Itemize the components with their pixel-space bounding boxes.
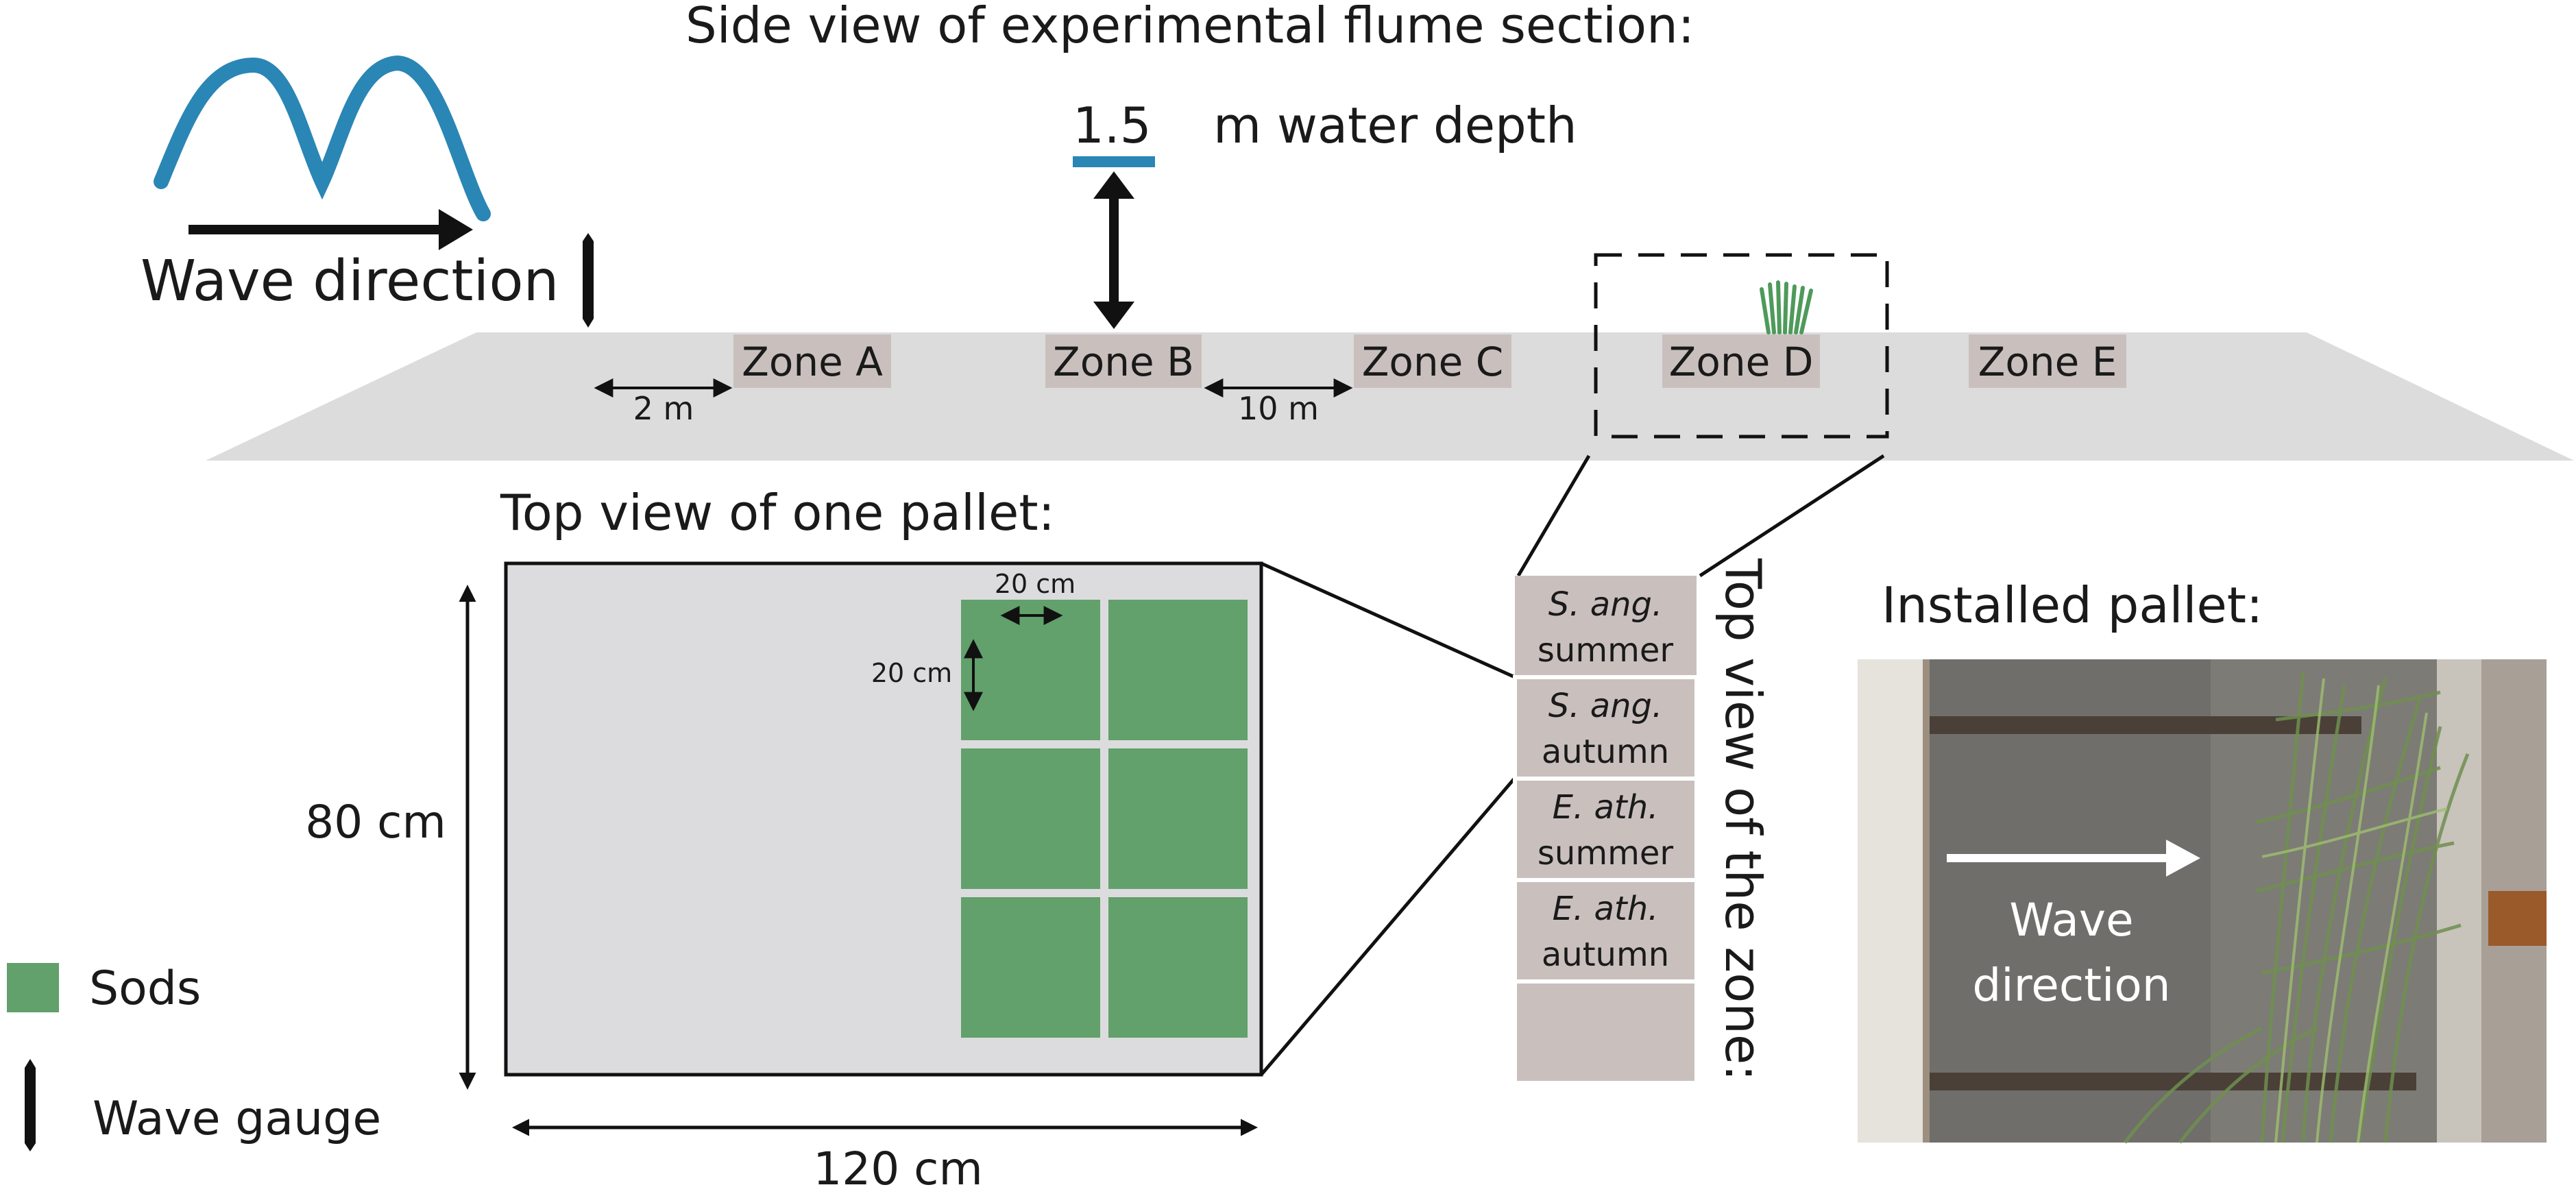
sod <box>961 748 1100 889</box>
zone-a-box <box>733 334 891 388</box>
pallet-title: Top view of one pallet: <box>500 484 1055 541</box>
depth-arrowhead-top <box>1093 171 1134 199</box>
sod <box>961 600 1100 740</box>
zone-d-selection-box <box>1594 253 1889 439</box>
sod <box>1108 897 1248 1038</box>
sod-width-label: 20 cm <box>995 569 1076 599</box>
zone-e-label: Zone E <box>1978 339 2117 385</box>
zone-b-label: Zone B <box>1053 339 1194 385</box>
sod <box>1108 748 1248 889</box>
legend-sods-swatch <box>7 963 59 1012</box>
gauge-spacing-label: 2 m <box>633 390 694 427</box>
wave-gauge-icon <box>583 233 594 328</box>
photo-wave-label-1: Wave <box>2009 894 2133 947</box>
zone-view-title: Top view of the zone: <box>1714 558 1772 1081</box>
depth-arrowhead-bottom <box>1093 302 1134 329</box>
zone-cell <box>1513 675 1699 781</box>
zone-cell-season: autumn <box>1542 936 1669 974</box>
grass-icon <box>1760 280 1813 334</box>
water-surface-marker <box>1073 156 1155 167</box>
zone-cell-empty <box>1513 979 1699 1085</box>
pallet-zoom-line-top <box>1260 561 1516 679</box>
zone-cell-season: summer <box>1538 631 1673 670</box>
pallet-zoom-line-bottom <box>1260 777 1516 1076</box>
zone-cell <box>1515 576 1697 677</box>
zone-e-box <box>1969 334 2126 388</box>
zone-c-box <box>1354 334 1511 388</box>
zone-cell-season: autumn <box>1542 733 1669 771</box>
zone-cell-species: E. ath. <box>1553 890 1659 928</box>
zone-top-view: S. ang. summer S. ang. autumn E. ath. su… <box>1513 576 1699 1085</box>
side-view-title: Side view of experimental flume section: <box>685 0 1694 54</box>
wave-direction-label: Wave direction <box>141 249 559 314</box>
installed-pallet-photo: Wave direction <box>1858 659 2547 1144</box>
photo-wave-label-2: direction <box>1972 959 2170 1012</box>
sod <box>961 897 1100 1038</box>
zone-cell-species: S. ang. <box>1548 687 1663 725</box>
water-depth-label: m water depth <box>1213 97 1577 154</box>
zone-c-label: Zone C <box>1362 339 1504 385</box>
pallet-width-label: 80 cm <box>305 796 446 849</box>
zone-a-label: Zone A <box>742 339 883 385</box>
zone-cell <box>1513 878 1699 984</box>
sod-grid <box>961 600 1248 1038</box>
sod-height-label: 20 cm <box>871 658 952 688</box>
zone-cell-species: E. ath. <box>1553 788 1659 827</box>
installed-title: Installed pallet: <box>1882 576 2263 634</box>
wave-icon <box>154 55 491 221</box>
zone-d-label: Zone D <box>1669 339 1814 385</box>
zone-cell-season: summer <box>1538 834 1673 872</box>
zone-cell-species: S. ang. <box>1548 585 1663 624</box>
pallet-length-label: 120 cm <box>813 1143 983 1193</box>
zone-spacing-label: 10 m <box>1238 390 1319 427</box>
legend-wave-gauge-icon <box>25 1059 36 1151</box>
sod <box>1108 600 1248 740</box>
wave-direction-arrowhead <box>439 209 473 250</box>
zoom-line-left <box>1516 454 1591 577</box>
legend-wave-gauge-label: Wave gauge <box>93 1092 381 1146</box>
water-depth-value: 1.5 <box>1073 97 1152 154</box>
zoom-line-right <box>1699 454 1885 578</box>
photo-wave-arrowhead <box>2166 840 2200 877</box>
zone-d-box <box>1662 334 1820 388</box>
legend-sods-label: Sods <box>89 962 201 1016</box>
zone-b-box <box>1045 334 1202 388</box>
